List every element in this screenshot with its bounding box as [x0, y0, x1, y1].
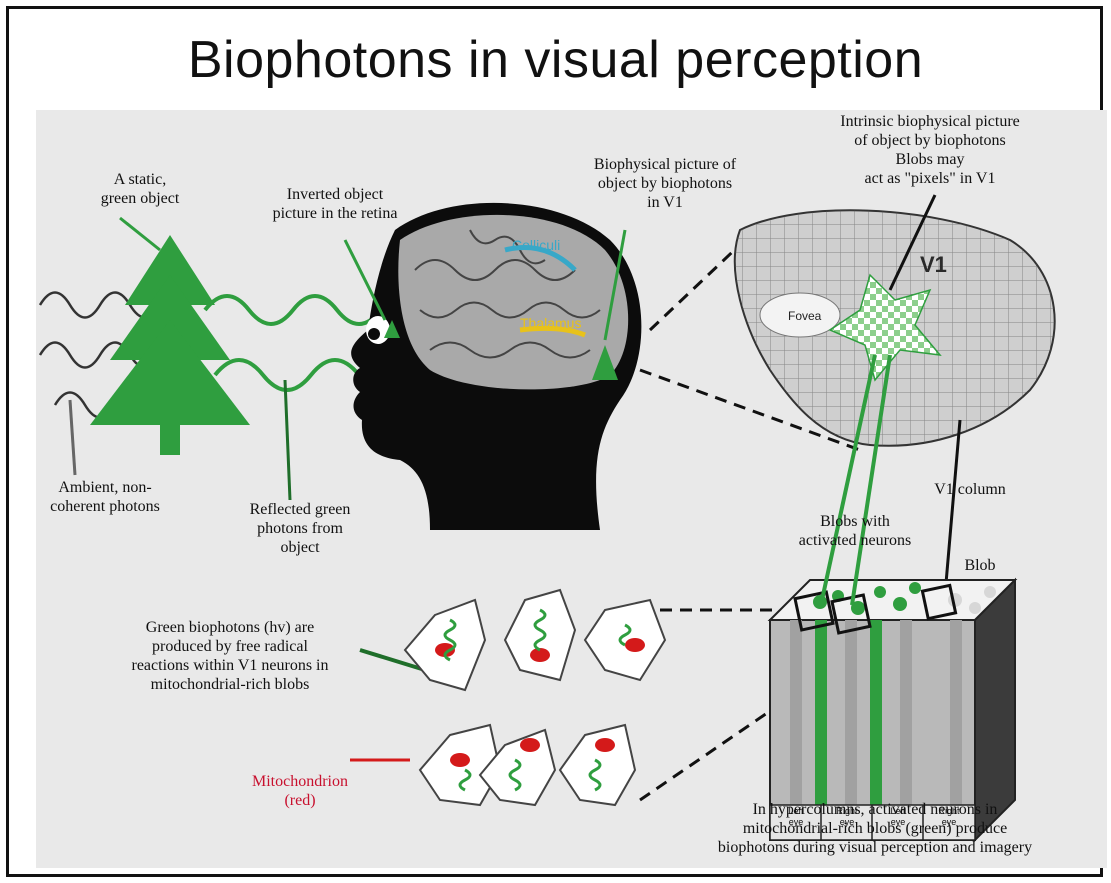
fovea-label: Fovea: [788, 309, 822, 323]
green-tree-object: [90, 235, 250, 455]
label-green-biophotons: Green biophotons (hv) are produced by fr…: [95, 618, 365, 694]
label-blobs-activated: Blobs with activated neurons: [770, 512, 940, 550]
label-blob: Blob: [950, 556, 1010, 575]
label-ambient-photons: Ambient, non- coherent photons: [30, 478, 180, 516]
colliculi-label: Colliculi: [512, 237, 560, 253]
label-inverted-picture: Inverted object picture in the retina: [240, 185, 430, 223]
label-static-object: A static, green object: [70, 170, 210, 208]
label-v1-column: V1 column: [915, 480, 1025, 499]
label-hypercolumns: In hypercolumns, activated neurons in mi…: [650, 800, 1100, 857]
v1-map: [735, 210, 1055, 445]
label-reflected-photons: Reflected green photons from object: [225, 500, 375, 557]
label-intrinsic-picture: Intrinsic biophysical picture of object …: [805, 112, 1055, 188]
label-mitochondrion: Mitochondrion (red): [225, 772, 375, 810]
thalamus-label: Thalamus: [520, 315, 581, 331]
neuron-cells: [405, 590, 665, 805]
v1-map-label: V1: [920, 252, 947, 277]
label-biophysical-v1: Biophysical picture of object by biophot…: [570, 155, 760, 212]
head-silhouette: [351, 203, 641, 530]
